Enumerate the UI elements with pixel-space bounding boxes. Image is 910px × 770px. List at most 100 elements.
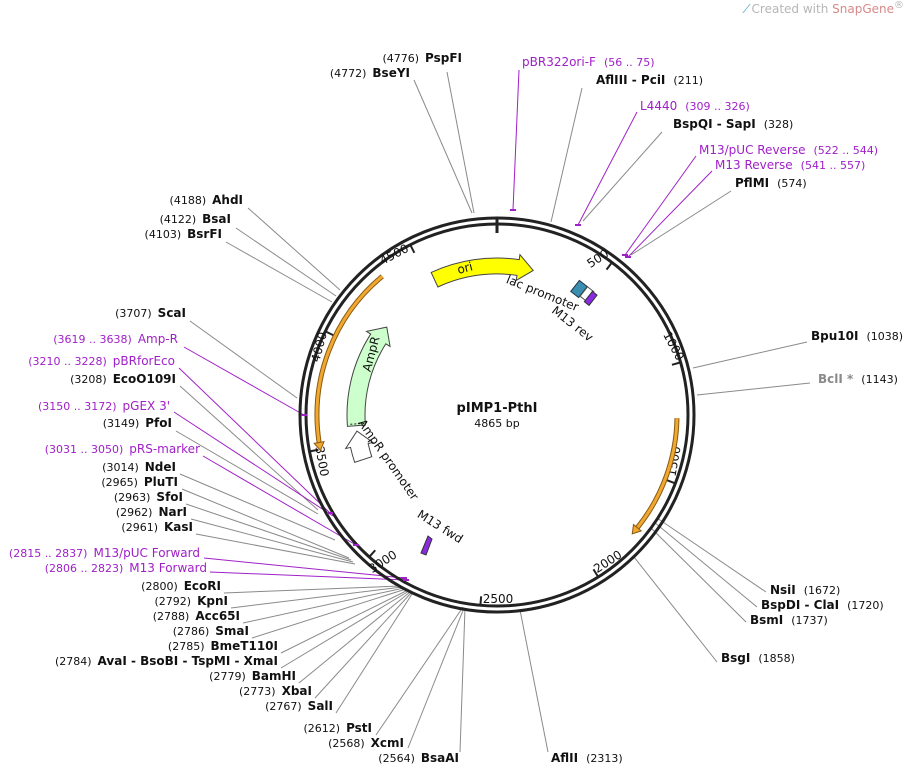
primer-label-pbrforeco: pBRforEco(3210 .. 3228) [28,354,175,368]
plasmid-length: 4865 bp [474,417,519,430]
ruler-tick-label: 2500 [483,592,514,606]
ruler-tick-mark [671,361,680,366]
watermark-prefix: Created with [751,2,833,16]
leader-line [181,488,350,559]
label-name: pBR322ori-F [522,55,596,69]
label-name: PluTI [144,475,178,489]
site-label-pspfi: PspFI (4776) [382,51,462,65]
leader-line [692,341,808,369]
site-label-bmet110i: BmeT110I(2785) [168,639,278,653]
site-label-kpni: KpnI(2792) [155,594,228,608]
leader-line [633,556,718,663]
site-label-pfoi: PfoI(3149) [103,416,172,430]
label-position: (2313) [586,752,623,765]
label-name: XcmI [371,736,404,750]
label-name: Bpu10I [811,329,858,343]
site-label-bsmi: BsmI(1737) [750,613,828,627]
leader-line [550,87,583,223]
label-position: (2773) [239,685,276,698]
leader-line [335,593,413,714]
orf-arrow-right [636,418,679,529]
leader-line [407,607,465,749]
label-position: (2788) [153,610,190,623]
label-position: (2612) [303,722,340,735]
primer-leader-line [183,346,305,416]
label-position: (2767) [265,700,302,713]
primer-leader-line [627,170,713,258]
label-position: (2785) [168,640,205,653]
label-position: (3014) [102,461,139,474]
label-name: AhdI [212,193,243,207]
label-name: pRS-marker [129,442,200,456]
label-name: BsaAI [421,751,459,765]
primer-leader-line [512,69,520,211]
site-label-ndei: NdeI (3014) [102,460,176,474]
leader-line [179,473,336,541]
label-position: (309 .. 326) [685,100,750,113]
primer-label-m13-forward: M13 Forward(2806 .. 2823) [45,561,207,575]
leader-line [175,430,319,515]
leader-line [230,586,403,609]
label-position: (4122) [160,213,197,226]
leader-line [190,518,354,563]
site-label-bsai: BsaI(4122) [160,212,231,226]
label-position: (4772) [330,67,367,80]
m13-rev-marker [583,290,598,307]
label-position: (4776) [382,52,419,65]
site-label-afliii-pcii: AflIII - PciI(211) [596,73,703,87]
leader-line [459,607,466,753]
site-label-bamhi: BamHI(2779) [209,669,296,683]
leader-line [189,320,298,399]
label-name: PflMI [735,176,769,190]
ruler-tick-mark [409,245,416,254]
m13-fwd-marker [420,535,433,556]
label-name: BclI * [818,372,854,386]
ruler-tick-mark [325,330,334,337]
leader-line [242,587,405,624]
label-position: (56 .. 75) [604,56,655,69]
site-label-bpu10i: Bpu10I (1038) [811,329,903,343]
label-name: NdeI [145,460,176,474]
site-label-avai-bsobi-tspmi-xmai: AvaI - BsoBI - TspMI - XmaI(2784) [55,654,278,668]
label-name: ScaI [158,306,186,320]
label-name: M13 Forward [129,561,207,575]
primer-label-amp-r: Amp-R(3619 .. 3638) [53,332,178,346]
leader-line [185,503,352,561]
label-name: PspFI [425,51,462,65]
label-name: PstI [346,721,372,735]
site-label-ecoo109i: EcoO109I(3208) [70,372,176,386]
leader-line [235,227,337,297]
label-position: (328) [764,118,794,131]
label-name: BspQI - SapI [673,117,756,131]
primer-leader-line [577,111,638,226]
leader-line [653,521,758,608]
label-position: (3031 .. 3050) [45,443,124,456]
label-position: (541 .. 557) [801,159,866,172]
primer-label-m13-reverse: M13 Reverse(541 .. 557) [715,158,865,172]
site-label-pluti: PluTI(2965) [101,475,178,489]
primer-label-pgex-3: pGEX 3'(3150 .. 3172) [38,399,170,413]
label-position: (2564) [378,752,415,765]
leader-line [413,79,473,214]
ampr-arrow [346,326,391,427]
leader-line [247,207,341,291]
leader-line [280,589,409,654]
label-name: pGEX 3' [123,399,170,413]
ruler-tick-mark [592,568,599,577]
label-position: (2779) [209,670,246,683]
site-label-pflmi: PflMI(574) [735,176,807,190]
primer-leader-line [209,571,407,581]
plasmid-center-label: pIMP1-PthI 4865 bp [457,401,538,430]
site-label-nari: NarI(2962) [116,505,187,519]
site-label-scai: ScaI(3707) [115,306,186,320]
primer-label-m13-puc-forward: M13/pUC Forward(2815 .. 2837) [9,546,200,560]
label-name: BsrFI [187,227,222,241]
label-position: (3210 .. 3228) [28,355,107,368]
site-label-bcli: BclI *(1143) [818,372,898,386]
label-position: (2815 .. 2837) [9,547,88,560]
label-position: (1038) [866,330,903,343]
ruler-tick-mark [369,549,376,557]
orf-arrow-left [315,275,384,443]
label-position: (1858) [758,652,795,665]
